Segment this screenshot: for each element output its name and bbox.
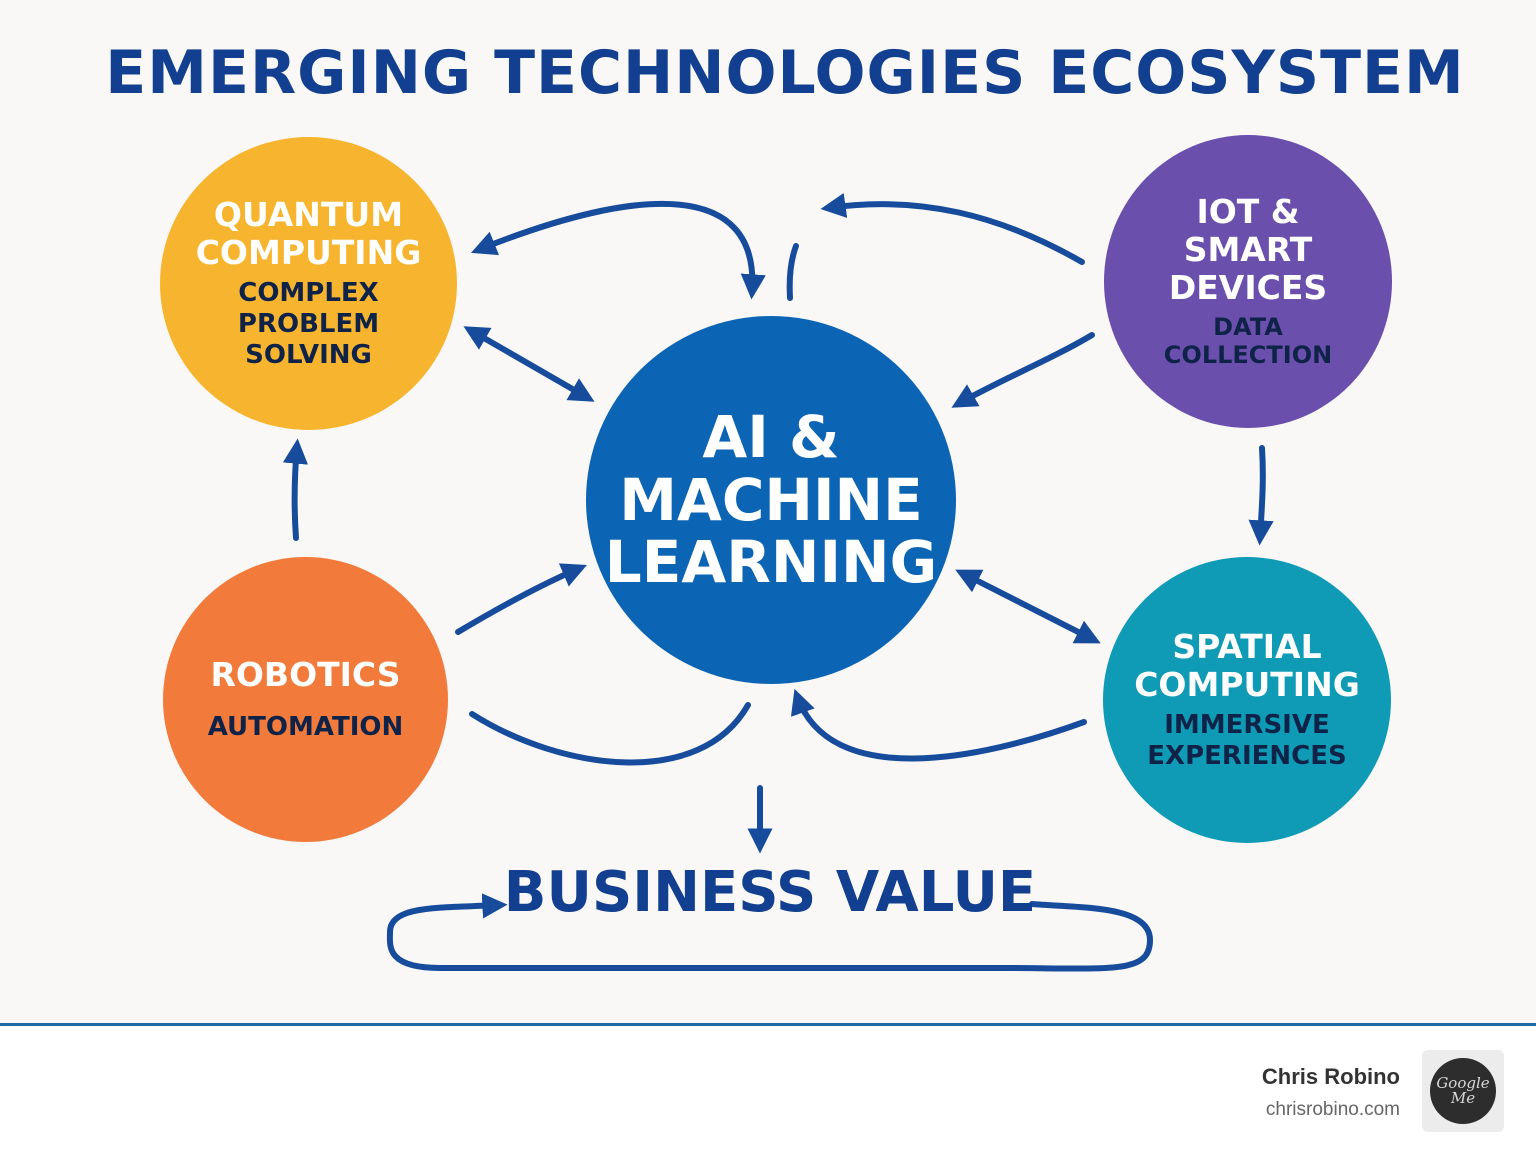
node-spatial-computing: SPATIAL COMPUTING IMMERSIVE EXPERIENCES xyxy=(1103,557,1391,843)
avatar: Google Me xyxy=(1422,1050,1504,1132)
node-spatial-title: SPATIAL COMPUTING xyxy=(1134,626,1360,704)
arrow-robotics-ai-bottom xyxy=(469,702,751,766)
node-iot-smart-devices: IOT & SMART DEVICES DATA COLLECTION xyxy=(1104,135,1392,428)
node-quantum-subtitle: COMPLEX PROBLEM SOLVING xyxy=(237,277,380,371)
node-iot-subtitle: DATA COLLECTION xyxy=(1163,312,1333,370)
author-name: Chris Robino xyxy=(1261,1064,1400,1089)
arrow-iot-spatial xyxy=(1248,445,1274,546)
author-website-link[interactable]: chrisrobino.com xyxy=(1265,1099,1400,1120)
arrow-robotics-ai xyxy=(455,563,587,635)
arrow-iot-feedback xyxy=(820,193,1085,265)
node-robotics: ROBOTICS AUTOMATION xyxy=(163,557,448,842)
arrow-ai-spatial xyxy=(955,569,1101,644)
node-robotics-title: ROBOTICS xyxy=(210,654,401,694)
arrow-ai-to-quantum xyxy=(470,200,766,300)
arrow-spatial-ai xyxy=(790,688,1087,762)
footer xyxy=(0,1026,1536,1154)
page-title: EMERGING TECHNOLOGIES ECOSYSTEM xyxy=(105,38,1465,108)
node-quantum-computing: QUANTUM COMPUTING COMPLEX PROBLEM SOLVIN… xyxy=(160,137,457,430)
footer-divider xyxy=(0,1023,1536,1026)
avatar-logo: Google Me xyxy=(1430,1058,1496,1124)
arrow-iot-ai xyxy=(951,332,1095,408)
node-iot-title: IOT & SMART DEVICES xyxy=(1168,191,1328,307)
business-loop xyxy=(386,893,1154,972)
arrow-tick-top xyxy=(786,243,799,301)
node-quantum-title: QUANTUM COMPUTING xyxy=(195,194,422,272)
business-value-label: BUSINESS VALUE xyxy=(503,860,1037,925)
node-ai-machine-learning: AI & MACHINE LEARNING xyxy=(586,316,956,684)
arrow-quantum-ai xyxy=(463,326,595,402)
arrow-robotics-quantum xyxy=(282,438,309,541)
node-robotics-subtitle: AUTOMATION xyxy=(207,711,404,742)
node-spatial-subtitle: IMMERSIVE EXPERIENCES xyxy=(1147,709,1347,771)
node-ai-title: AI & MACHINE LEARNING xyxy=(604,403,938,597)
